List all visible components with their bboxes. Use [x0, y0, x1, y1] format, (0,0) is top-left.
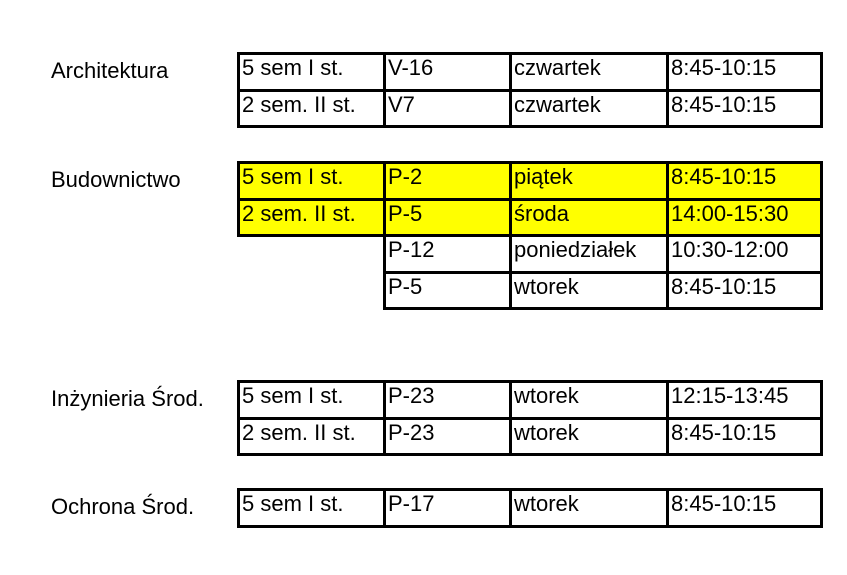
column-border [666, 161, 669, 201]
column-border [666, 88, 669, 128]
room-cell: P-12 [388, 237, 435, 262]
time-cell: 8:45-10:15 [671, 419, 777, 445]
day-cell: piątek [509, 162, 666, 199]
row-border [237, 416, 823, 420]
column-border [820, 161, 823, 201]
room-cell: P-5 [388, 273, 423, 299]
department-label: Ochrona Środ. [51, 494, 195, 519]
column-border [666, 52, 669, 92]
column-border [509, 488, 512, 528]
column-border [820, 270, 823, 310]
time-cell: 8:45-10:15 [671, 273, 777, 299]
row-border [237, 488, 823, 491]
day-cell: wtorek [514, 491, 579, 516]
day-cell: czwartek [514, 91, 601, 117]
column-border [509, 52, 512, 92]
column-border [509, 234, 512, 274]
column-border [820, 380, 823, 420]
semester-cell: 2 sem. II st. [237, 198, 383, 235]
row-border [383, 307, 823, 310]
column-border [383, 234, 386, 274]
column-border [820, 197, 823, 237]
column-border [509, 270, 512, 310]
room-cell: P-17 [388, 491, 435, 516]
column-border [383, 161, 386, 201]
column-border [237, 197, 240, 237]
column-border [237, 88, 240, 128]
room-cell: P-5 [383, 198, 509, 235]
column-border [820, 88, 823, 128]
column-border [509, 416, 512, 456]
room-cell: V-16 [388, 55, 434, 80]
row-border [237, 234, 823, 237]
column-border [509, 380, 512, 420]
column-border [237, 161, 240, 201]
row-border [237, 161, 823, 164]
column-border [666, 197, 669, 237]
column-border [820, 488, 823, 528]
column-border [383, 380, 386, 420]
column-border [237, 52, 240, 92]
time-cell: 8:45-10:15 [671, 91, 777, 117]
semester-cell: 2 sem. II st. [242, 91, 356, 117]
semester-cell: 5 sem I st. [242, 55, 344, 80]
column-border [383, 488, 386, 528]
semester-cell: 2 sem. II st. [242, 419, 356, 445]
row-border [237, 380, 823, 383]
column-border [237, 416, 240, 456]
column-border [383, 270, 386, 310]
row-border [383, 270, 823, 274]
row-border [237, 197, 823, 201]
column-border [666, 416, 669, 456]
time-cell: 8:45-10:15 [671, 55, 777, 80]
column-border [383, 197, 386, 237]
department-label: Inżynieria Środ. [51, 386, 204, 411]
day-cell: czwartek [514, 55, 601, 80]
column-border [666, 234, 669, 274]
column-border [237, 488, 240, 528]
column-border [666, 380, 669, 420]
room-cell: V7 [388, 91, 415, 117]
row-border [237, 524, 823, 528]
column-border [820, 52, 823, 92]
column-border [666, 488, 669, 528]
time-cell: 8:45-10:15 [671, 491, 777, 516]
semester-cell: 5 sem I st. [242, 383, 344, 408]
column-border [383, 416, 386, 456]
room-cell: P-2 [383, 162, 509, 199]
day-cell: wtorek [514, 383, 579, 408]
time-cell: 8:45-10:15 [666, 162, 820, 199]
row-border [237, 88, 823, 92]
day-cell: poniedziałek [514, 237, 637, 262]
column-border [820, 234, 823, 274]
day-cell: wtorek [514, 273, 579, 299]
time-cell: 14:00-15:30 [666, 198, 820, 235]
room-cell: P-23 [388, 383, 435, 408]
time-cell: 12:15-13:45 [671, 383, 789, 408]
column-border [509, 197, 512, 237]
time-cell: 10:30-12:00 [671, 237, 789, 262]
column-border [509, 88, 512, 128]
semester-cell: 5 sem I st. [237, 162, 383, 199]
semester-cell: 5 sem I st. [242, 491, 344, 516]
column-border [820, 416, 823, 456]
room-cell: P-23 [388, 419, 435, 445]
column-border [666, 270, 669, 310]
day-cell: środa [509, 198, 666, 235]
column-border [509, 161, 512, 201]
day-cell: wtorek [514, 419, 579, 445]
column-border [237, 380, 240, 420]
department-label: Architektura [51, 58, 169, 83]
row-border [237, 125, 823, 128]
column-border [383, 88, 386, 128]
row-border [237, 453, 823, 456]
row-border [237, 52, 823, 55]
column-border [383, 52, 386, 92]
department-label: Budownictwo [51, 167, 181, 192]
